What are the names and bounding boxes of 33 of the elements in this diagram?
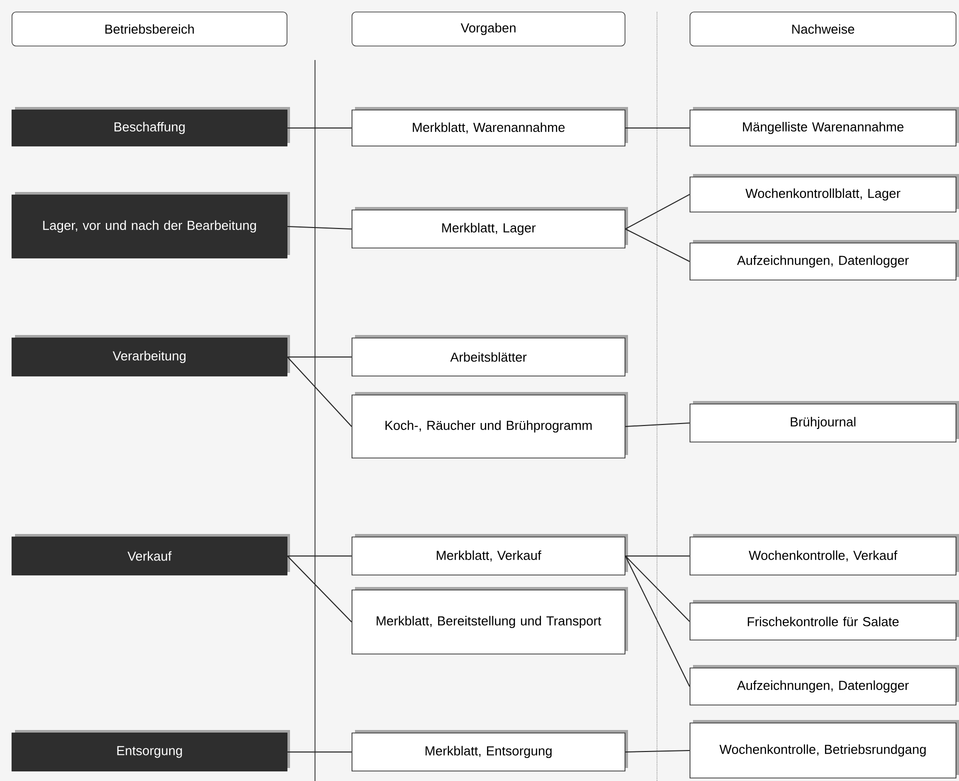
document-box: Merkblatt, Entsorgung bbox=[352, 732, 626, 772]
document-box: Aufzeichnungen, Datenlogger bbox=[690, 668, 956, 706]
document-box: Wochenkontrolle, Betriebsrundgang bbox=[690, 722, 956, 778]
document-box: Merkblatt, Bereitstellung und Transport bbox=[352, 590, 626, 654]
connector-line bbox=[624, 750, 690, 752]
column-header: Vorgaben bbox=[352, 12, 626, 46]
area-box: Verarbeitung bbox=[12, 338, 288, 376]
document-box: Wochenkontrolle, Verkauf bbox=[690, 536, 956, 576]
document-box: Merkblatt, Lager bbox=[352, 210, 626, 248]
document-box: Frischekontrolle für Salate bbox=[690, 602, 956, 640]
document-box: Brühjournal bbox=[690, 404, 956, 442]
document-box: Merkblatt, Warenannahme bbox=[352, 110, 626, 146]
document-box: Wochenkontrollblatt, Lager bbox=[690, 176, 956, 212]
connector-line bbox=[286, 226, 352, 230]
document-box: Aufzeichnungen, Datenlogger bbox=[690, 242, 956, 280]
column-header: Betriebsbereich bbox=[12, 12, 288, 46]
connector-line bbox=[624, 556, 690, 687]
area-box: Verkauf bbox=[12, 536, 288, 576]
document-box: Mängelliste Warenannahme bbox=[690, 110, 956, 146]
document-box: Merkblatt, Verkauf bbox=[352, 536, 626, 576]
document-box: Koch-, Räucher und Brühprogramm bbox=[352, 394, 626, 458]
connector-line bbox=[286, 556, 352, 622]
column-header: Nachweise bbox=[690, 12, 956, 46]
connector-line bbox=[286, 356, 352, 427]
document-box: Arbeitsblätter bbox=[352, 338, 626, 376]
area-box: Entsorgung bbox=[12, 732, 288, 772]
connector-line bbox=[286, 356, 352, 358]
area-box: Lager, vor und nach der Bearbeitung bbox=[12, 194, 288, 258]
connector-line bbox=[624, 194, 690, 230]
connector-line bbox=[624, 556, 690, 622]
area-box: Beschaffung bbox=[12, 110, 288, 146]
connector-line bbox=[624, 228, 690, 262]
connector-line bbox=[624, 422, 690, 427]
